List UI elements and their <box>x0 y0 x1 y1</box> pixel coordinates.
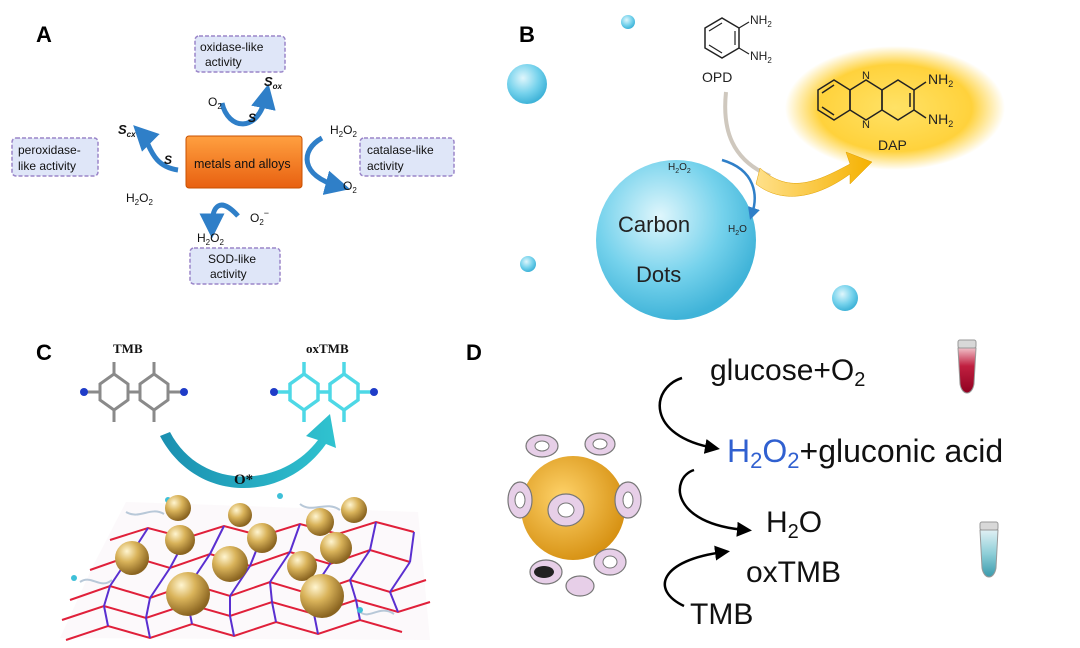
dap-glow <box>785 46 1005 170</box>
oxidase-box <box>194 35 286 73</box>
tmb-arrow <box>663 545 730 608</box>
h2o-text: H2O <box>766 506 822 543</box>
peroxidase-arrow <box>133 125 179 173</box>
s-ox: Sox <box>264 74 283 91</box>
sod-label-2: activity <box>210 267 247 281</box>
s-cx: Scx <box>118 122 136 139</box>
panel-c: TMB oxTMB <box>60 341 431 641</box>
oxidase-arrow <box>219 83 276 127</box>
opd-label: OPD <box>702 69 732 85</box>
gold-np <box>247 523 277 553</box>
panel-d-letter: D <box>466 340 482 365</box>
dap-label: DAP <box>878 137 907 153</box>
gold-np <box>212 546 248 582</box>
metals-alloys-label: metals and alloys <box>194 157 291 171</box>
gold-np <box>166 572 210 616</box>
panel-a-letter: A <box>36 22 52 47</box>
metals-alloys-block <box>185 135 303 189</box>
yellow-arrow <box>755 151 873 197</box>
gold-np <box>341 497 367 523</box>
bubble-3 <box>520 256 536 272</box>
teal-arrow <box>160 414 336 489</box>
oxtmb-text: oxTMB <box>746 556 841 589</box>
gold-np <box>306 508 334 536</box>
oxtmb-n-left <box>270 388 278 396</box>
bubble-4 <box>832 285 858 311</box>
gold-np <box>300 574 344 618</box>
tmb-n-left <box>80 388 88 396</box>
oxidase-label-1: oxidase-like <box>200 40 264 54</box>
bubble-2 <box>507 64 547 104</box>
carbon-dot <box>596 160 756 320</box>
gold-np <box>228 503 252 527</box>
mesh-ligands <box>79 503 395 616</box>
s-left: S <box>164 153 172 167</box>
bubble-1 <box>621 15 635 29</box>
tmb-n-right <box>180 388 188 396</box>
panel-c-letter: C <box>36 340 52 365</box>
peroxidase-box <box>11 137 99 177</box>
tmb-label: TMB <box>113 341 143 356</box>
dap-n-top: N <box>862 70 870 82</box>
s-top: S <box>248 111 256 125</box>
sod-arrow <box>199 202 240 239</box>
o2-minus: O2− <box>250 208 269 227</box>
catalase-label-1: catalase-like <box>367 143 434 157</box>
gold-np <box>320 532 352 564</box>
sod-box <box>189 247 281 285</box>
peroxidase-label-2: like activity <box>18 159 76 173</box>
opd-curve <box>723 91 771 178</box>
oxidase-label-2: activity <box>205 55 242 69</box>
dap-structure <box>817 79 927 121</box>
o-star-label: O* <box>234 472 253 488</box>
opd-ring <box>704 17 740 59</box>
sod-label-1: SOD-like <box>208 252 256 266</box>
panel-b-letter: B <box>519 22 535 47</box>
catalase-box <box>359 137 455 177</box>
dots-label: Dots <box>636 262 681 287</box>
opd-nh2-bottom: NH2 <box>750 49 772 65</box>
h2o2-right: H2O2 <box>330 123 357 139</box>
catalase-arrow <box>304 135 351 195</box>
dap-nh2-bottom: NH2 <box>928 111 953 129</box>
h2o2-arrow <box>678 468 752 537</box>
gold-np <box>165 525 195 555</box>
catalase-label-2: activity <box>367 159 404 173</box>
glucose-arrow <box>658 376 720 454</box>
dap-nh2-top: NH2 <box>928 71 953 89</box>
panel-d: glucose+O2 H2O2+gluconic acid H2O oxTMB … <box>507 339 1003 631</box>
peroxidase-label-1: peroxidase- <box>18 143 81 157</box>
h2o2-gluconic-text: H2O2+gluconic acid <box>727 433 1003 473</box>
opd-nh2-top: NH2 <box>750 13 772 29</box>
oxtmb-label: oxTMB <box>306 341 349 356</box>
h2o2-bottom: H2O2 <box>197 231 224 247</box>
o2-right: O2 <box>343 179 357 195</box>
gold-np <box>165 495 191 521</box>
tmb-molecule <box>84 362 184 422</box>
carbon-label: Carbon <box>618 212 690 237</box>
panel-b: NH2 NH2 OPD N N NH2 NH2 DAP C <box>507 13 1005 320</box>
dap-n-bottom: N <box>862 119 870 131</box>
carbon-h2o: H2O <box>728 224 747 237</box>
carbon-h2o2: H2O2 <box>668 162 691 175</box>
blue-tube <box>979 521 999 578</box>
panel-a: oxidase-like activity peroxidase- like a… <box>11 35 455 285</box>
nanozyme-dark-pore <box>534 566 554 578</box>
red-tube <box>957 339 977 394</box>
glucose-text: glucose+O2 <box>710 354 865 391</box>
oxtmb-n-right <box>370 388 378 396</box>
gold-np <box>287 551 317 581</box>
o2-top: O2 <box>208 95 222 111</box>
oxtmb-molecule <box>274 362 374 422</box>
h2o2-arrow <box>721 158 760 220</box>
h2o2-left: H2O2 <box>126 191 153 207</box>
tmb-text: TMB <box>690 598 753 631</box>
gold-np <box>115 541 149 575</box>
